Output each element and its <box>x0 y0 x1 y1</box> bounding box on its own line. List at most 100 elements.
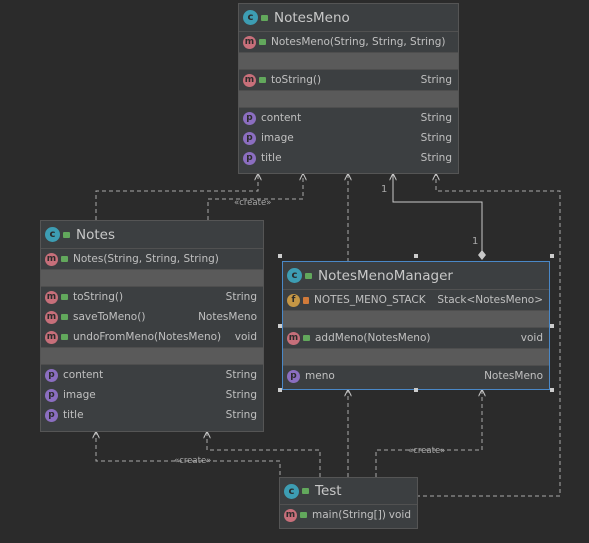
field-name: NOTES_MENO_STACK <box>314 294 426 306</box>
dependency-test-to-notesmeno <box>416 174 561 497</box>
selection-handle[interactable] <box>550 388 554 392</box>
method-type: void <box>388 509 411 521</box>
selection-handle[interactable] <box>278 254 282 258</box>
class-notesmenomanager[interactable]: c NotesMenoManager f NOTES_MENO_STACK St… <box>282 261 550 390</box>
selection-handle[interactable] <box>278 324 282 328</box>
property-name: content <box>63 369 104 381</box>
method-name: toString() <box>271 74 322 86</box>
public-icon <box>63 231 70 238</box>
method-icon: m <box>45 330 58 344</box>
method-row[interactable]: m saveToMeno() NotesMeno <box>41 307 263 327</box>
property-row[interactable]: p image String <box>239 128 458 148</box>
create-label-test-manager: «create» <box>408 446 446 456</box>
dependency-notes-to-notesmeno <box>95 174 258 220</box>
property-name: image <box>261 132 294 144</box>
public-icon <box>300 512 307 518</box>
constructor-name: NotesMeno(String, String, String) <box>271 36 446 48</box>
public-icon <box>61 334 68 340</box>
property-type: String <box>420 132 452 144</box>
public-icon <box>259 39 266 45</box>
public-icon <box>61 294 68 300</box>
property-type: String <box>420 152 452 164</box>
method-name: saveToMeno() <box>73 311 146 323</box>
method-type: void <box>520 332 543 344</box>
field-icon: f <box>287 293 300 307</box>
create-notes-to-notesmeno <box>207 174 303 220</box>
method-name: toString() <box>73 291 124 303</box>
method-type: NotesMeno <box>198 311 257 323</box>
method-name: addMeno(NotesMeno) <box>315 332 431 344</box>
property-type: NotesMeno <box>484 370 543 382</box>
method-row[interactable]: m main(String[]) void <box>280 505 417 525</box>
aggregation-manager-notesmeno <box>393 174 483 253</box>
method-row[interactable]: m undoFromMeno(NotesMeno) void <box>41 327 263 347</box>
property-icon: p <box>45 368 58 382</box>
class-name: NotesMenoManager <box>318 267 453 284</box>
class-name: Test <box>315 483 342 499</box>
constructor-name: Notes(String, String, String) <box>73 253 219 265</box>
method-icon: m <box>45 310 58 324</box>
method-row[interactable]: m toString() String <box>41 287 263 307</box>
method-row[interactable]: m toString() String <box>239 70 458 90</box>
create-label-notes-notesmeno: «create» <box>234 198 272 208</box>
method-icon: m <box>45 252 58 266</box>
selection-handle[interactable] <box>414 254 418 258</box>
compartment-divider <box>283 310 549 328</box>
multiplicity-manager: 1 <box>472 236 479 247</box>
method-name: undoFromMeno(NotesMeno) <box>73 331 222 343</box>
class-icon: c <box>243 10 258 25</box>
constructor-row[interactable]: m Notes(String, String, String) <box>41 249 263 269</box>
class-test[interactable]: c Test m main(String[]) void <box>279 477 418 529</box>
create-test-to-notes <box>207 432 321 477</box>
method-type: String <box>225 291 257 303</box>
create-label-test-notes: «create» <box>174 456 212 466</box>
method-icon: m <box>287 331 300 345</box>
class-icon: c <box>284 483 299 499</box>
selection-handle[interactable] <box>278 388 282 392</box>
class-notesmeno[interactable]: c NotesMeno m NotesMeno(String, String, … <box>238 3 459 174</box>
compartment-divider <box>239 90 458 108</box>
property-row[interactable]: p image String <box>41 385 263 405</box>
selection-handle[interactable] <box>550 254 554 258</box>
property-row[interactable]: p title String <box>239 148 458 168</box>
compartment-divider <box>41 347 263 365</box>
class-icon: c <box>45 227 60 242</box>
property-name: meno <box>305 370 335 382</box>
property-icon: p <box>45 408 58 422</box>
property-row[interactable]: p content String <box>41 365 263 385</box>
field-row[interactable]: f NOTES_MENO_STACK Stack<NotesMeno> <box>283 290 549 310</box>
property-row[interactable]: p content String <box>239 108 458 128</box>
method-icon: m <box>243 73 256 87</box>
aggregation-diamond <box>478 250 486 260</box>
public-icon <box>61 256 68 262</box>
method-type: String <box>420 74 452 86</box>
class-header: c Test <box>280 478 417 505</box>
public-icon <box>303 335 310 341</box>
property-type: String <box>225 409 257 421</box>
public-icon <box>61 314 68 320</box>
class-header: c NotesMenoManager <box>283 262 549 290</box>
property-icon: p <box>287 369 300 383</box>
compartment-divider <box>239 52 458 70</box>
class-notes[interactable]: c Notes m Notes(String, String, String) … <box>40 220 264 432</box>
selection-handle[interactable] <box>414 388 418 392</box>
class-header: c NotesMeno <box>239 4 458 32</box>
constructor-row[interactable]: m NotesMeno(String, String, String) <box>239 32 458 52</box>
public-icon <box>302 488 309 494</box>
property-row[interactable]: p meno NotesMeno <box>283 366 549 386</box>
compartment-divider <box>283 348 549 366</box>
property-icon: p <box>243 111 256 125</box>
field-type: Stack<NotesMeno> <box>437 294 543 306</box>
property-row[interactable]: p title String <box>41 405 263 425</box>
property-icon: p <box>243 131 256 145</box>
compartment-divider <box>41 269 263 287</box>
property-type: String <box>225 369 257 381</box>
property-name: image <box>63 389 96 401</box>
class-header: c Notes <box>41 221 263 249</box>
property-name: title <box>63 409 84 421</box>
method-icon: m <box>243 35 256 49</box>
property-name: title <box>261 152 282 164</box>
selection-handle[interactable] <box>550 324 554 328</box>
method-row[interactable]: m addMeno(NotesMeno) void <box>283 328 549 348</box>
property-type: String <box>225 389 257 401</box>
